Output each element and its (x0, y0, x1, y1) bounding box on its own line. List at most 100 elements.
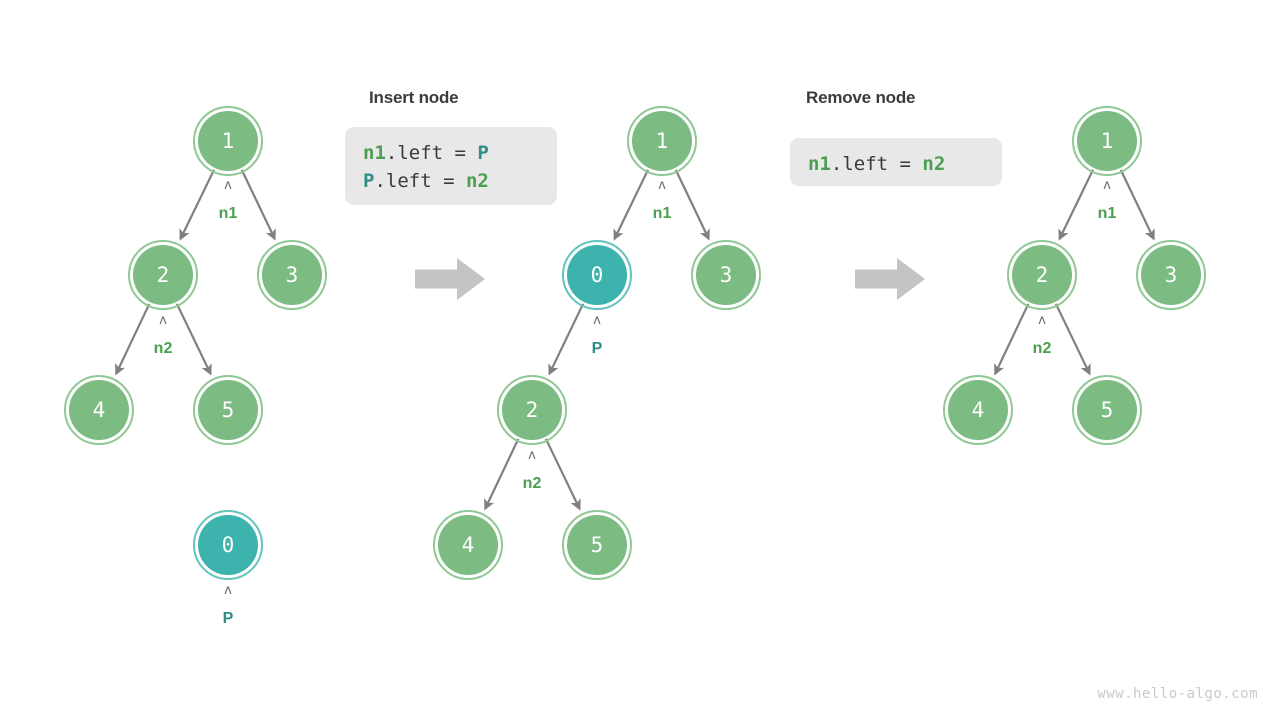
pointer-caret-icon: ʌ (593, 313, 601, 328)
tree-node-2[interactable]: 2 (128, 240, 198, 310)
tree-node-2[interactable]: 2 (497, 375, 567, 445)
node-ring (193, 510, 263, 580)
tree-edge (1119, 169, 1155, 241)
tree-edge (613, 169, 650, 241)
code-line: n1.left = n2 (808, 150, 984, 178)
tree-edge (115, 303, 151, 376)
node-ring (1072, 106, 1142, 176)
code-token: .left = (830, 153, 923, 175)
nodes-layer: 1 2 3 4 5 0 1 0 3 2 4 5 1 2 3 4 5 (64, 106, 1206, 580)
code-token: P (477, 142, 489, 164)
node-ring (943, 375, 1013, 445)
code-token: n2 (465, 170, 489, 192)
pointer-caret-icon: ʌ (159, 313, 167, 328)
code-token: .left = (374, 170, 466, 192)
node-ring (1007, 240, 1077, 310)
node-value: 0 (222, 533, 235, 557)
node-circle (696, 245, 756, 305)
tree-edge (1058, 169, 1095, 241)
tree-edge (548, 303, 585, 376)
node-value: 2 (526, 398, 539, 422)
node-ring (128, 240, 198, 310)
tree-node-1[interactable]: 1 (193, 106, 263, 176)
tree-node-3[interactable]: 3 (1136, 240, 1206, 310)
pointer-caret-icon: ʌ (528, 448, 536, 463)
tree-node-3[interactable]: 3 (691, 240, 761, 310)
code-line: P.left = n2 (363, 167, 539, 195)
node-ring (193, 375, 263, 445)
pointer-label-n1: n1 (652, 205, 672, 222)
node-circle (438, 515, 498, 575)
node-ring (497, 375, 567, 445)
node-circle (502, 380, 562, 440)
tree-edge (994, 303, 1030, 376)
tree-edge (484, 438, 520, 511)
node-circle (133, 245, 193, 305)
node-ring (193, 106, 263, 176)
tree-edge (1054, 303, 1091, 376)
tree-edge (175, 303, 212, 376)
node-value: 5 (222, 398, 235, 422)
code-line: n1.left = P (363, 139, 539, 167)
code-token: n1 (808, 153, 831, 175)
code-token: P (363, 170, 375, 192)
node-value: 2 (1036, 263, 1049, 287)
tree-node-0[interactable]: 0 (193, 510, 263, 580)
tree-node-3[interactable]: 3 (257, 240, 327, 310)
node-circle (632, 111, 692, 171)
flow-arrow-1-icon (415, 258, 485, 300)
node-value: 1 (1101, 129, 1114, 153)
panel-title-remove: Remove node (806, 88, 916, 107)
panel-title-insert: Insert node (369, 88, 459, 107)
edges-layer (115, 169, 1155, 511)
code-token: .left = (385, 142, 478, 164)
node-circle (198, 380, 258, 440)
node-circle (69, 380, 129, 440)
pointer-caret-icon: ʌ (224, 178, 232, 193)
node-value: 5 (591, 533, 604, 557)
node-ring (562, 240, 632, 310)
node-value: 3 (286, 263, 299, 287)
flow-arrow-2-icon (855, 258, 925, 300)
tree-node-5[interactable]: 5 (193, 375, 263, 445)
tree-node-5[interactable]: 5 (1072, 375, 1142, 445)
node-circle (1077, 111, 1137, 171)
tree-node-4[interactable]: 4 (64, 375, 134, 445)
node-ring (627, 106, 697, 176)
node-ring (433, 510, 503, 580)
node-value: 4 (462, 533, 475, 557)
pointer-label-n1: n1 (218, 205, 238, 222)
pointer-label-n1: n1 (1097, 205, 1117, 222)
node-circle (948, 380, 1008, 440)
tree-node-1[interactable]: 1 (627, 106, 697, 176)
node-ring (562, 510, 632, 580)
tree-node-2[interactable]: 2 (1007, 240, 1077, 310)
node-circle (1012, 245, 1072, 305)
node-circle (1141, 245, 1201, 305)
tree-node-4[interactable]: 4 (943, 375, 1013, 445)
node-circle (262, 245, 322, 305)
node-circle (567, 245, 627, 305)
node-circle (567, 515, 627, 575)
node-ring (64, 375, 134, 445)
tree-node-0[interactable]: 0 (562, 240, 632, 310)
tree-node-1[interactable]: 1 (1072, 106, 1142, 176)
pointer-caret-icon: ʌ (1038, 313, 1046, 328)
node-ring (1136, 240, 1206, 310)
node-value: 4 (93, 398, 106, 422)
node-circle (198, 111, 258, 171)
tree-node-4[interactable]: 4 (433, 510, 503, 580)
tree-edge (544, 438, 581, 511)
node-circle (198, 515, 258, 575)
node-value: 1 (222, 129, 235, 153)
pointer-label-P: P (591, 340, 603, 357)
node-circle (1077, 380, 1137, 440)
code-box-remove: n1.left = n2 (790, 138, 1002, 186)
node-value: 4 (972, 398, 985, 422)
node-value: 0 (591, 263, 604, 287)
tree-node-5[interactable]: 5 (562, 510, 632, 580)
node-value: 3 (1165, 263, 1178, 287)
